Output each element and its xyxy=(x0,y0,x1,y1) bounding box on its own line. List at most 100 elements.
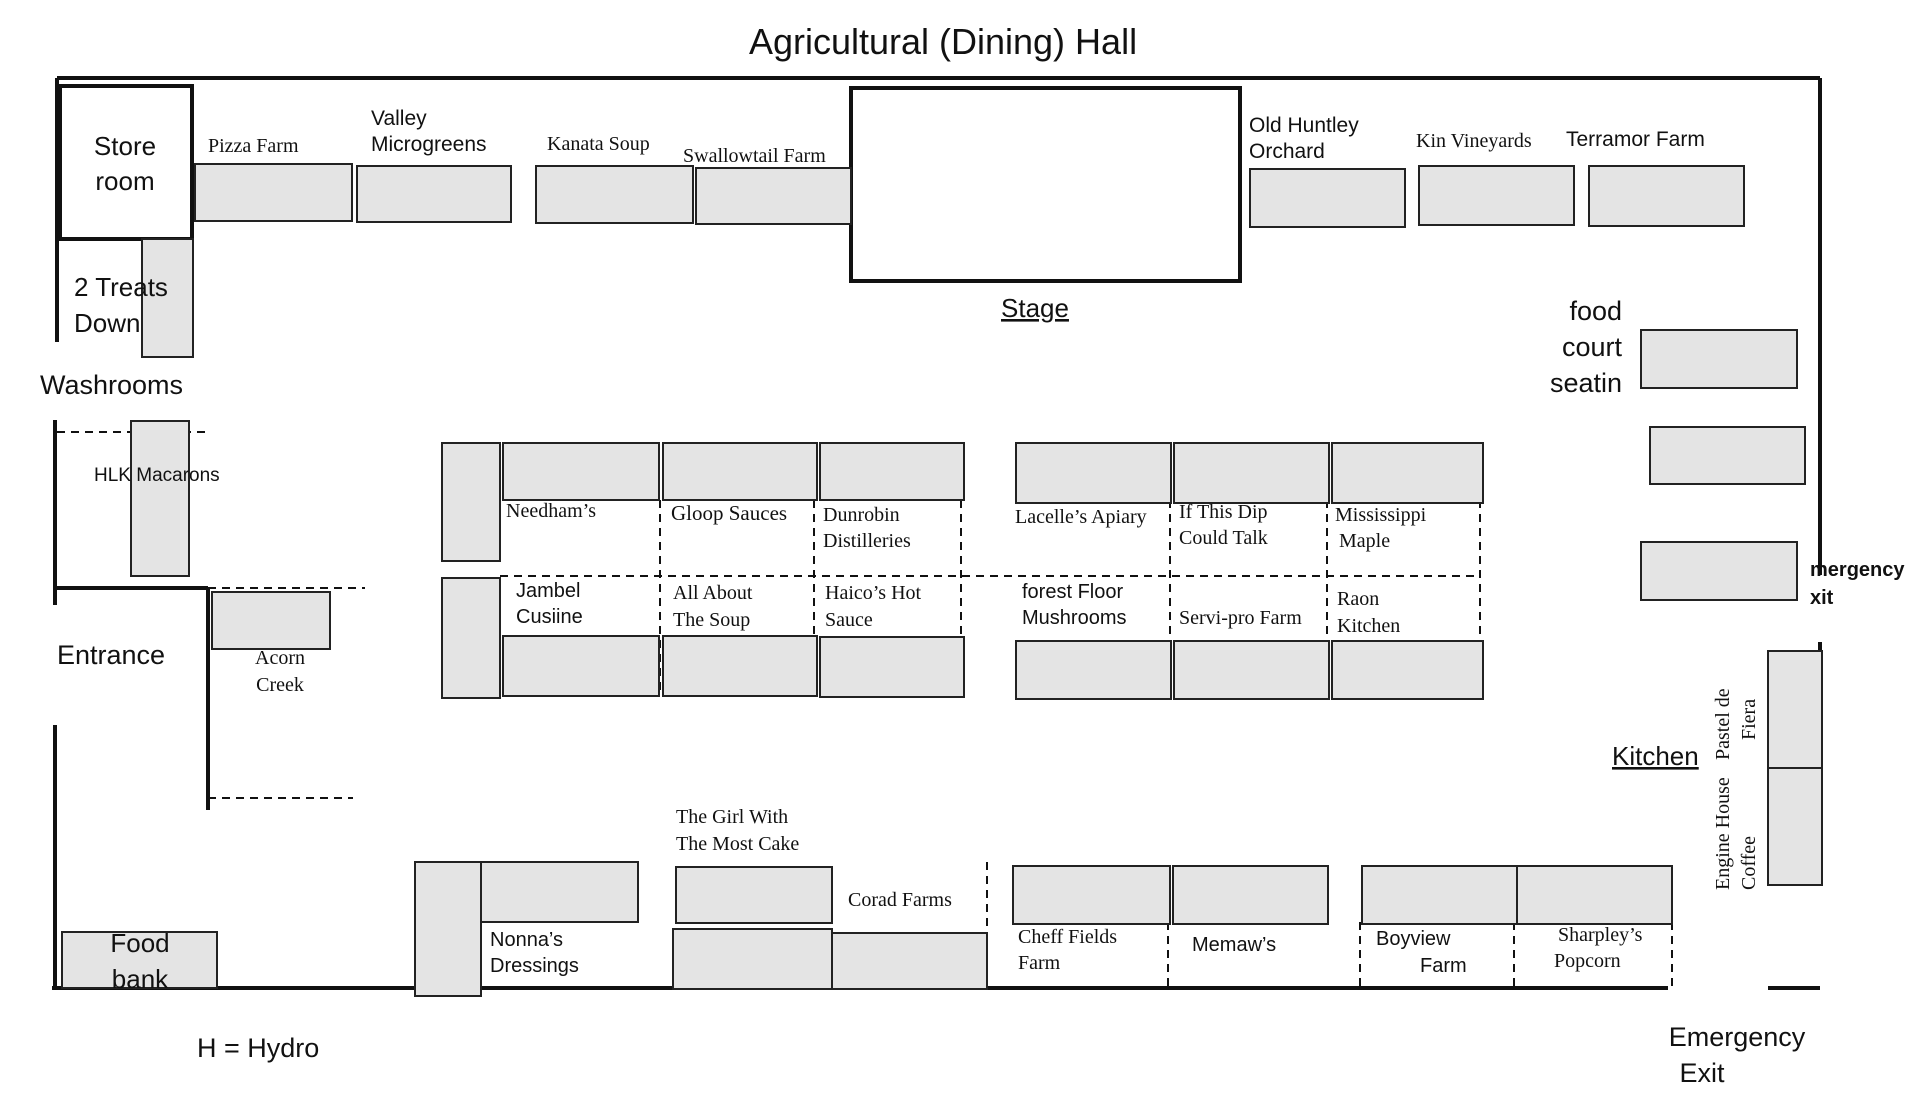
table-pizza-farm xyxy=(194,163,353,222)
vendor-raon-kitchen-1: Raon xyxy=(1337,588,1379,610)
hall-title: Agricultural (Dining) Hall xyxy=(749,21,1137,62)
table-nonnas-end xyxy=(414,861,482,997)
area-labels: Store room 2 Treats Down Washrooms Entra… xyxy=(40,131,1905,1088)
vendor-boyview-farm-1: Boyview xyxy=(1376,928,1451,950)
emergency-exit-right-label-1: mergency xyxy=(1810,559,1905,581)
table-all-about-the-soup xyxy=(662,635,818,697)
table-servi-pro-farm xyxy=(1173,640,1330,700)
table-center-end-upper xyxy=(441,442,501,562)
table-food-court-2 xyxy=(1649,426,1806,485)
table-cheff-fields-farm xyxy=(1012,865,1171,925)
vendor-if-this-dip-could-talk-1: If This Dip xyxy=(1179,501,1268,523)
vendor-haicos-hot-sauce-1: Haico’s Hot xyxy=(825,582,922,604)
vendor-gloop-sauces: Gloop Sauces xyxy=(671,501,787,525)
stage-platform xyxy=(849,86,1242,283)
emergency-exit-right-label-2: xit xyxy=(1810,587,1834,609)
emergency-exit-bottom-label-2: Exit xyxy=(1679,1058,1725,1088)
table-center-end-lower xyxy=(441,577,501,699)
hydro-legend: H = Hydro xyxy=(197,1033,319,1063)
store-room xyxy=(58,84,194,241)
vendor-nonnas-dressings-2: Dressings xyxy=(490,955,579,977)
vendor-cheff-fields-farm-2: Farm xyxy=(1018,952,1061,974)
vendor-hlk-macarons: HLK Macarons xyxy=(94,465,220,486)
vendor-corad-farms: Corad Farms xyxy=(848,889,952,911)
table-food-court-1 xyxy=(1640,329,1798,389)
table-lacelles-apiary xyxy=(1015,442,1172,504)
vendor-old-huntley-orchard-2: Orchard xyxy=(1249,140,1325,163)
vendor-boyview-farm-2: Farm xyxy=(1420,955,1467,977)
table-terramor-farm xyxy=(1588,165,1745,227)
table-gloop-sauces xyxy=(662,442,818,501)
vendor-sharpleys-popcorn-2: Popcorn xyxy=(1554,950,1621,972)
two-treats-down-label-2: Down xyxy=(74,308,140,338)
vendor-kanata-soup: Kanata Soup xyxy=(547,133,650,155)
vendor-terramor-farm: Terramor Farm xyxy=(1566,128,1705,151)
vendor-the-girl-with-the-most-cake-1: The Girl With xyxy=(676,806,788,828)
table-raon-kitchen xyxy=(1331,640,1484,700)
vendor-mississippi-maple-1: Mississippi xyxy=(1335,504,1427,526)
vendor-acorn-creek-2: Creek xyxy=(256,674,304,696)
table-food-court-3 xyxy=(1640,541,1798,601)
vendor-if-this-dip-could-talk-2: Could Talk xyxy=(1179,527,1268,549)
vendor-acorn-creek-1: Acorn xyxy=(255,647,305,669)
entrance-label: Entrance xyxy=(57,640,165,670)
vendor-servi-pro-farm: Servi-pro Farm xyxy=(1179,607,1302,629)
food-bank-label-2: bank xyxy=(112,964,169,994)
stage-label: Stage xyxy=(1001,293,1069,323)
vendor-old-huntley-orchard-1: Old Huntley xyxy=(1249,114,1359,137)
vendor-nonnas-dressings-1: Nonna’s xyxy=(490,929,563,951)
food-bank-label-1: Food xyxy=(110,928,169,958)
table-the-girl-with-the-most-cake xyxy=(675,866,833,924)
store-room-label-2: room xyxy=(95,166,154,196)
vendor-mississippi-maple-2: Maple xyxy=(1339,530,1390,552)
vendor-dunrobin-distilleries-1: Dunrobin xyxy=(823,504,900,526)
table-valley-microgreens xyxy=(356,165,512,223)
vendor-kin-vineyards: Kin Vineyards xyxy=(1416,130,1532,152)
table-2-treats-down xyxy=(141,238,194,358)
table-swallowtail-farm xyxy=(695,167,852,225)
store-room-label-1: Store xyxy=(94,131,156,161)
table-engine-house-coffee xyxy=(1767,767,1823,886)
two-treats-down-label-1: 2 Treats xyxy=(74,272,168,302)
table-boyview-farm xyxy=(1361,865,1518,925)
vendor-needhams: Needham’s xyxy=(506,500,596,522)
table-haicos-hot-sauce xyxy=(819,636,965,698)
vendor-dunrobin-distilleries-2: Distilleries xyxy=(823,530,911,552)
vendor-tables xyxy=(61,163,1823,997)
vendor-engine-house-coffee-2: Coffee xyxy=(1738,836,1760,890)
emergency-exit-bottom-label-1: Emergency xyxy=(1669,1022,1806,1052)
table-mississippi-maple xyxy=(1331,442,1484,504)
vendor-jambel-cusiine-1: Jambel xyxy=(516,580,580,602)
vendor-all-about-the-soup-1: All About xyxy=(673,582,753,604)
table-food-bank xyxy=(61,931,218,989)
table-needhams xyxy=(502,442,660,501)
table-the-girl-with-the-most-cake-2 xyxy=(672,928,833,990)
vendor-all-about-the-soup-2: The Soup xyxy=(673,609,750,631)
vendor-memaws: Memaw’s xyxy=(1192,934,1276,956)
table-acorn-creek xyxy=(211,591,331,650)
vendor-forest-floor-mushrooms-1: forest Floor xyxy=(1022,581,1123,603)
vendor-pastel-de-fiera-1: Pastel de xyxy=(1712,688,1734,760)
food-court-label-1: food xyxy=(1569,296,1622,326)
food-court-label-2: court xyxy=(1562,332,1623,362)
vendor-valley-microgreens-2: Microgreens xyxy=(371,133,487,156)
table-old-huntley-orchard xyxy=(1249,168,1406,228)
table-jambel-cusiine xyxy=(502,635,660,697)
vendor-valley-microgreens-1: Valley xyxy=(371,107,427,130)
table-nonnas-dressings xyxy=(480,861,639,923)
vendor-forest-floor-mushrooms-2: Mushrooms xyxy=(1022,607,1126,629)
vendor-haicos-hot-sauce-2: Sauce xyxy=(825,609,873,631)
table-dunrobin-distilleries xyxy=(819,442,965,501)
table-forest-floor-mushrooms xyxy=(1015,640,1172,700)
vendor-cheff-fields-farm-1: Cheff Fields xyxy=(1018,926,1117,948)
table-kanata-soup xyxy=(535,165,694,224)
vendor-engine-house-coffee-1: Engine House xyxy=(1712,777,1734,890)
washrooms-label: Washrooms xyxy=(40,370,183,400)
table-pastel-de-fiera xyxy=(1767,650,1823,769)
vendor-pastel-de-fiera-2: Fiera xyxy=(1738,699,1760,740)
table-hlk-macarons xyxy=(130,420,190,577)
table-memaws xyxy=(1172,865,1329,925)
vendor-jambel-cusiine-2: Cusiine xyxy=(516,606,583,628)
vendor-lacelles-apiary: Lacelle’s Apiary xyxy=(1015,506,1147,528)
